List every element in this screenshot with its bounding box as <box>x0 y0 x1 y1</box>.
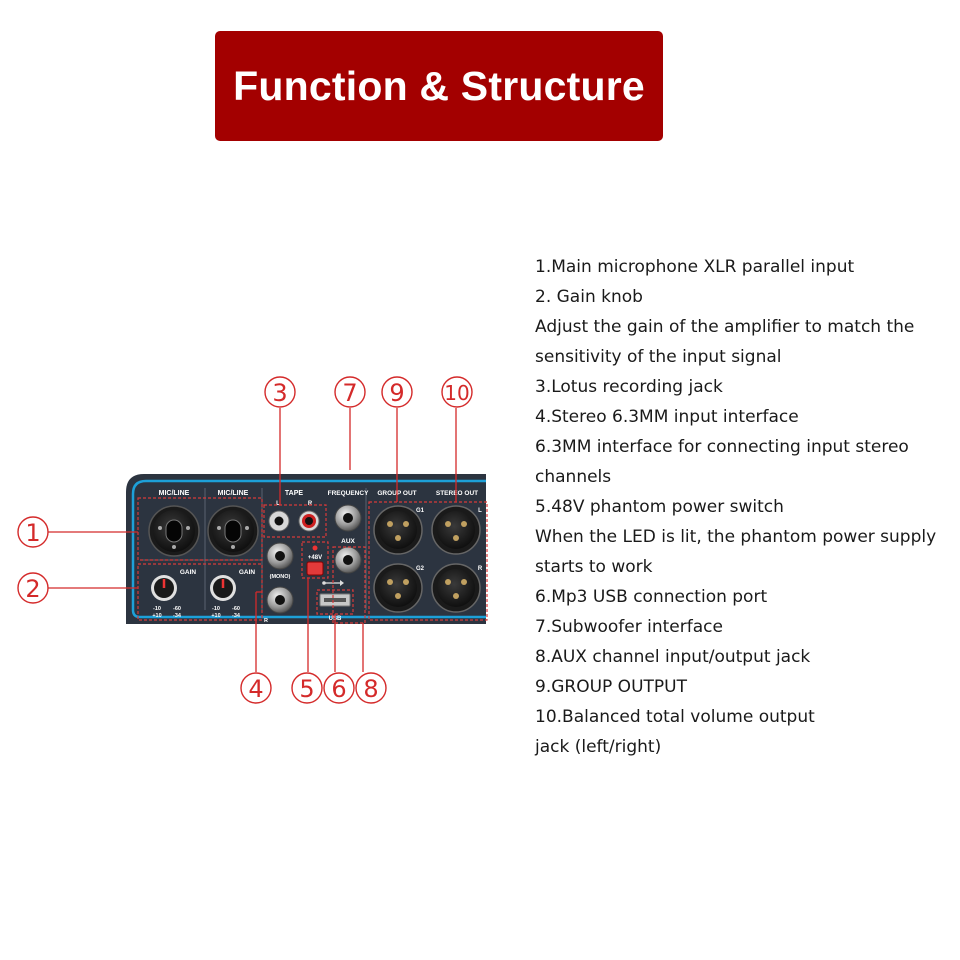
stereo-jack-r[interactable] <box>266 586 294 614</box>
description-line: 9.GROUP OUTPUT <box>535 677 687 697</box>
gain1-scale-m34: -34 <box>173 613 182 619</box>
svg-text:9: 9 <box>389 379 404 407</box>
stereo-out-xlr-r[interactable] <box>431 563 481 613</box>
frame-aux <box>332 546 366 624</box>
gain2-scale-p10: +10 <box>211 613 220 619</box>
label-mic-line-2: MIC/LINE <box>218 490 249 497</box>
mixer-panel-diagram: MIC/LINE MIC/LINE TAPE L R FREQUENCY AUX… <box>17 376 488 704</box>
phantom-power-switch[interactable] <box>306 561 324 576</box>
svg-text:2: 2 <box>25 575 40 603</box>
frame-phantom <box>301 541 329 579</box>
description-line: 10.Balanced total volume output <box>535 707 815 727</box>
description-line: Adjust the gain of the amplifier to matc… <box>535 317 915 337</box>
frame-mic-inputs <box>137 497 263 561</box>
label-tape-r: R <box>308 501 313 507</box>
rca-jack-left[interactable] <box>268 510 290 532</box>
gain1-scale-p10: +10 <box>152 613 161 619</box>
phantom-led <box>312 545 318 551</box>
svg-text:7: 7 <box>342 379 357 407</box>
description-line: 8.AUX channel input/output jack <box>535 647 811 667</box>
callout-4: 4 <box>240 672 272 704</box>
frame-tape-jacks <box>263 504 327 538</box>
label-stereo-r: R <box>478 566 483 572</box>
group-out-xlr-g1[interactable] <box>373 505 423 555</box>
callout-7: 7 <box>334 376 366 408</box>
frame-outputs <box>368 501 488 621</box>
callout-2: 2 <box>17 572 49 604</box>
gain2-scale-m34: -34 <box>232 613 241 619</box>
svg-text:6: 6 <box>331 675 346 703</box>
description-line: jack (left/right) <box>535 737 662 757</box>
stereo-out-xlr-l[interactable] <box>431 505 481 555</box>
label-48v: +48V <box>308 555 322 561</box>
title-banner: Function & Structure <box>215 31 663 141</box>
label-jack-r: R <box>264 618 268 624</box>
function-description-list: 1.Main microphone XLR parallel input 2. … <box>535 252 955 762</box>
description-line: When the LED is lit, the phantom power s… <box>535 527 937 547</box>
callout-6: 6 <box>323 672 355 704</box>
rca-jack-right[interactable] <box>298 510 320 532</box>
xlr-combo-jack-1[interactable] <box>148 505 200 557</box>
description-line: 6.Mp3 USB connection port <box>535 587 768 607</box>
callout-9: 9 <box>381 376 413 408</box>
page-title: Function & Structure <box>233 62 645 109</box>
gain-knob-2[interactable] <box>210 575 236 601</box>
svg-text:8: 8 <box>363 675 378 703</box>
svg-text:4: 4 <box>248 675 263 703</box>
svg-text:10: 10 <box>444 381 469 405</box>
description-line: 7.Subwoofer interface <box>535 617 723 637</box>
gain-knob-1[interactable] <box>151 575 177 601</box>
label-stereo-l: L <box>478 508 482 514</box>
gain2-scale-m10: -10 <box>212 606 220 612</box>
description-line: sensitivity of the input signal <box>535 347 782 367</box>
label-mono: (MONO) <box>270 574 291 580</box>
label-mic-line-1: MIC/LINE <box>159 490 190 497</box>
description-line: 1.Main microphone XLR parallel input <box>535 257 855 277</box>
label-gain-2: GAIN <box>239 569 256 576</box>
callout-5: 5 <box>291 672 323 704</box>
label-frequency: FREQUENCY <box>328 490 369 497</box>
label-aux: AUX <box>341 538 355 545</box>
label-stereo-out: STEREO OUT <box>436 490 478 497</box>
description-line: 4.Stereo 6.3MM input interface <box>535 407 799 427</box>
subwoofer-jack[interactable] <box>334 504 362 532</box>
svg-text:5: 5 <box>299 675 314 703</box>
svg-text:1: 1 <box>25 519 40 547</box>
description-line: 2. Gain knob <box>535 287 643 307</box>
gain1-scale-m60: -60 <box>173 606 181 612</box>
gain1-scale-m10: -10 <box>153 606 161 612</box>
description-line: 5.48V phantom power switch <box>535 497 784 517</box>
description-line: 3.Lotus recording jack <box>535 377 723 397</box>
callout-8: 8 <box>355 672 387 704</box>
label-gain-1: GAIN <box>180 569 197 576</box>
callout-leader-lines <box>48 408 457 672</box>
label-g2: G2 <box>416 566 425 572</box>
gain2-scale-m60: -60 <box>232 606 240 612</box>
group-out-xlr-g2[interactable] <box>373 563 423 613</box>
aux-jack[interactable] <box>334 546 362 574</box>
label-tape: TAPE <box>285 490 303 497</box>
description-line: 6.3MM interface for connecting input ste… <box>535 437 909 457</box>
callout-1: 1 <box>17 516 49 548</box>
label-tape-l: L <box>276 501 280 507</box>
description-line: channels <box>535 467 612 487</box>
stereo-jack-l-mono[interactable] <box>266 542 294 570</box>
xlr-combo-jack-2[interactable] <box>207 505 259 557</box>
callout-10: 10 <box>441 376 473 408</box>
description-line: starts to work <box>535 557 653 577</box>
svg-text:3: 3 <box>272 379 287 407</box>
panel-accent-border <box>131 479 486 619</box>
callout-3: 3 <box>264 376 296 408</box>
label-g1: G1 <box>416 508 425 514</box>
